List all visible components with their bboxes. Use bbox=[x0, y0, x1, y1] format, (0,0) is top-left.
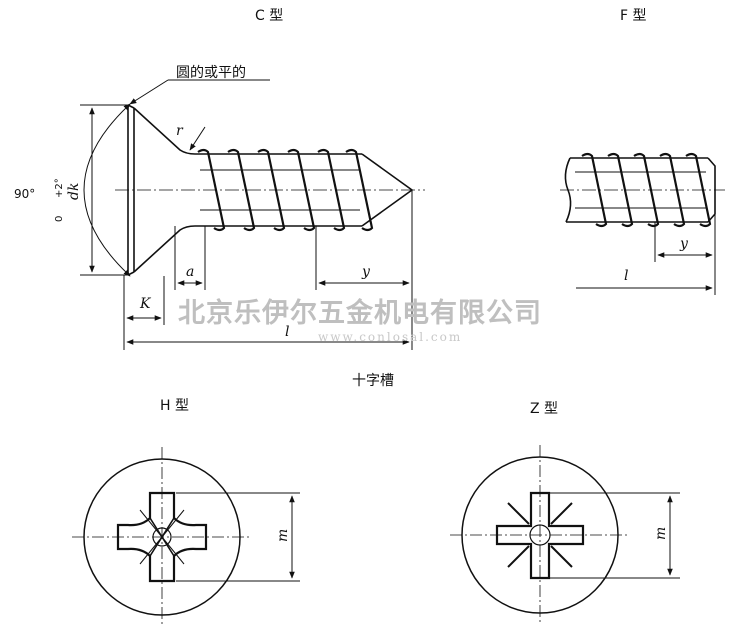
dim-k: K bbox=[139, 296, 152, 312]
thread-crest bbox=[633, 152, 660, 228]
label-angle-value: 90° bbox=[14, 187, 35, 201]
f-type-dimensions bbox=[576, 214, 716, 295]
dim-y-c: y bbox=[361, 264, 371, 280]
dim-l-c: l bbox=[285, 324, 289, 340]
c-type-screw bbox=[115, 104, 425, 276]
dim-y-f: y bbox=[679, 236, 689, 252]
title-z-type: Z 型 bbox=[530, 401, 558, 417]
dim-dk: dk bbox=[66, 183, 82, 200]
c-type-dimensions bbox=[80, 79, 413, 350]
label-angle-tol-plus: +2° bbox=[54, 178, 65, 198]
title-cross-recess: 十字槽 bbox=[352, 373, 394, 389]
f-type-screw bbox=[560, 157, 725, 223]
dim-l-f: l bbox=[624, 268, 628, 284]
label-round-or-flat: 圆的或平的 bbox=[176, 65, 246, 81]
thread-crest bbox=[317, 148, 346, 232]
thread-crest bbox=[197, 148, 226, 232]
c-type-threads bbox=[197, 148, 374, 232]
h-type-recess-view bbox=[72, 447, 300, 627]
thread-crest bbox=[227, 148, 256, 232]
thread-crest bbox=[345, 148, 374, 232]
dim-a: a bbox=[186, 264, 194, 280]
title-c-type: C 型 bbox=[255, 8, 283, 24]
dim-m-h: m bbox=[275, 529, 291, 542]
dim-r: r bbox=[176, 123, 184, 139]
thread-crest bbox=[607, 152, 634, 228]
watermark-url: www.conlosal.com bbox=[318, 330, 462, 344]
dim-m-z: m bbox=[653, 527, 669, 540]
f-type-threads bbox=[581, 152, 712, 228]
thread-crest bbox=[659, 152, 686, 228]
thread-crest bbox=[581, 152, 608, 228]
label-angle-tol-minus: 0 bbox=[54, 216, 65, 222]
thread-crest bbox=[257, 148, 286, 232]
thread-crest bbox=[685, 152, 712, 228]
title-f-type: F 型 bbox=[620, 8, 647, 24]
watermark-company: 北京乐伊尔五金机电有限公司 bbox=[178, 297, 542, 329]
z-type-recess-view bbox=[450, 445, 680, 625]
title-h-type: H 型 bbox=[160, 398, 189, 414]
thread-crest bbox=[287, 148, 316, 232]
